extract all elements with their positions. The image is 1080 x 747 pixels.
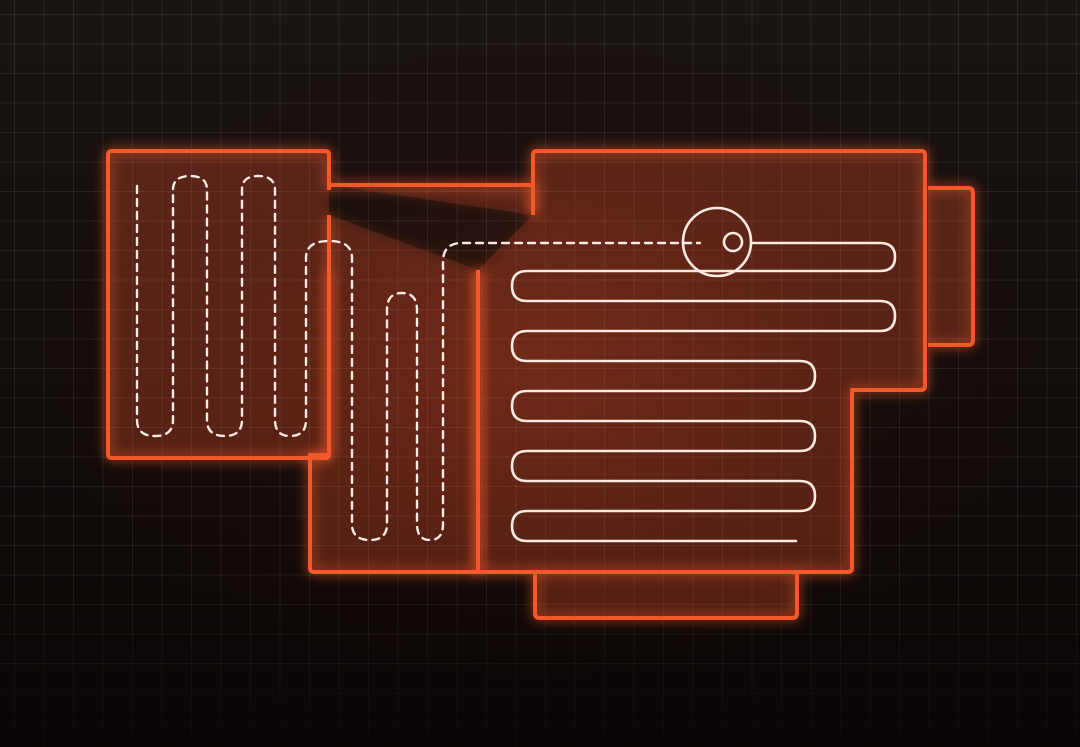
rooms-group <box>106 149 975 620</box>
circuit-right <box>510 241 897 543</box>
room-left <box>106 149 331 460</box>
room-right-annex <box>928 186 975 347</box>
manifold-icon <box>681 206 753 278</box>
circuit-left <box>135 174 702 542</box>
room-bottom-annex <box>533 572 799 620</box>
circuits-group <box>135 174 897 543</box>
